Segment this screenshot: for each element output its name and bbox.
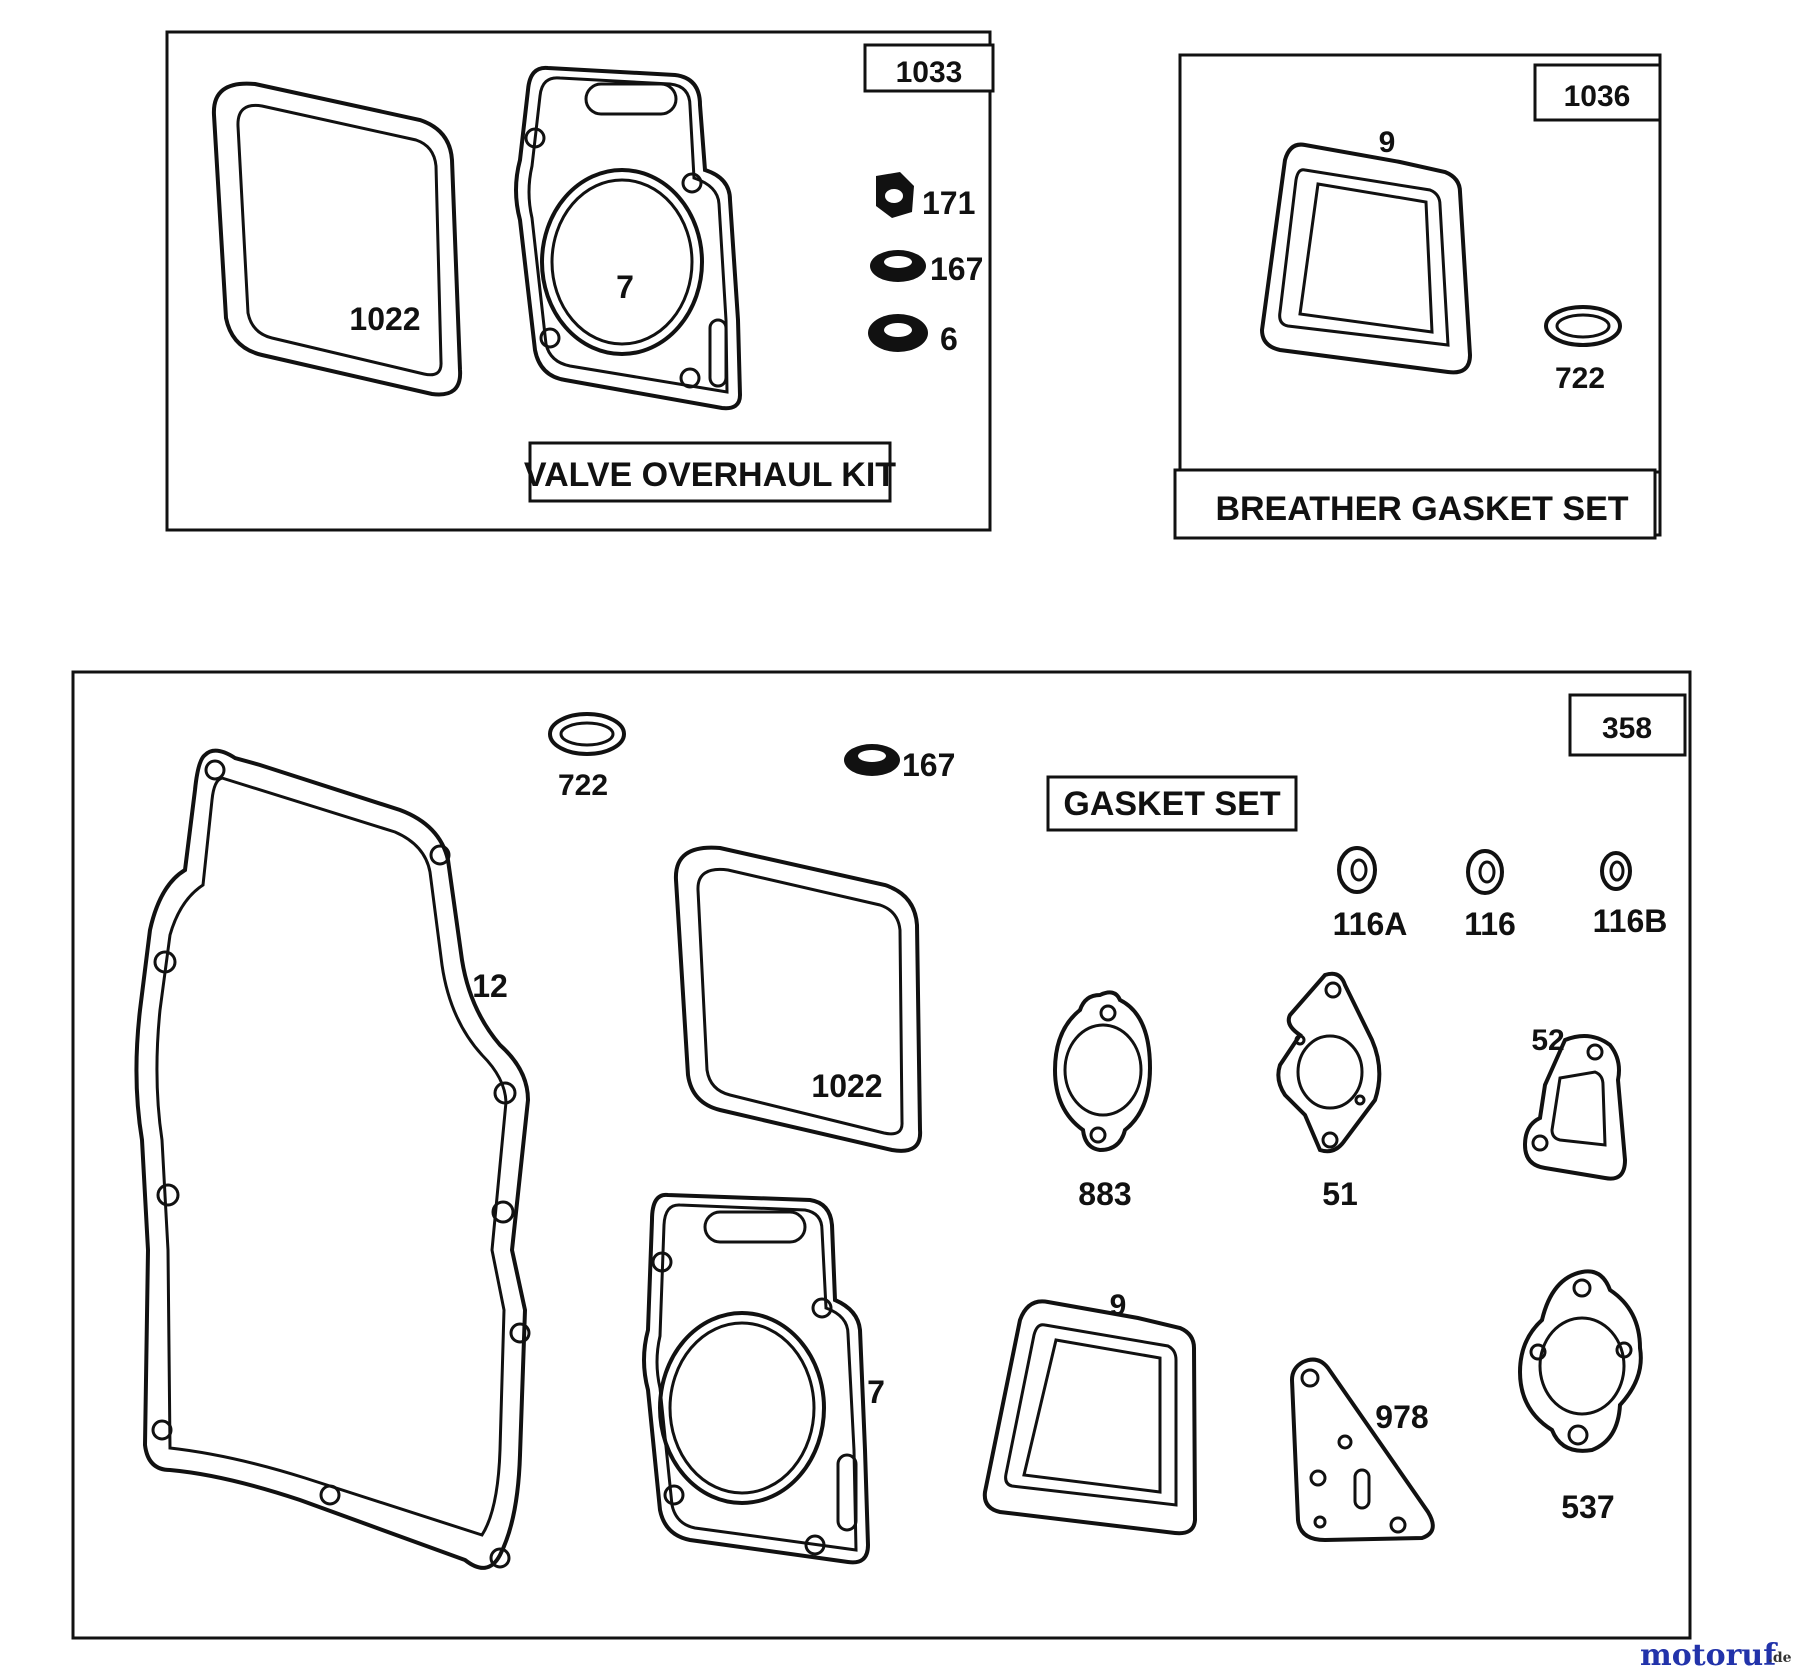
intake-gasket xyxy=(1052,990,1153,1153)
exhaust-gasket xyxy=(1522,1034,1628,1181)
part-label-722: 722 xyxy=(1555,362,1605,395)
part-label-537: 537 xyxy=(1561,1489,1614,1525)
kit-title-box xyxy=(1173,468,1657,540)
watermark-logo: motoruf .de xyxy=(1640,1638,1792,1673)
kit-title: GASKET SET xyxy=(1063,785,1280,823)
rocker-cover-gasket xyxy=(211,81,463,397)
seal-116a xyxy=(1337,846,1377,894)
part-label-978: 978 xyxy=(1375,1399,1428,1435)
kit-number: 358 xyxy=(1602,712,1652,745)
part-label-1022: 1022 xyxy=(811,1068,882,1104)
part-label-116: 116 xyxy=(1464,906,1516,942)
breather-gasket xyxy=(1259,142,1473,375)
part-label-883: 883 xyxy=(1078,1176,1131,1212)
kit-number-box xyxy=(1533,63,1662,122)
watermark-tld: .de xyxy=(1768,1650,1792,1666)
kit-number: 1033 xyxy=(896,56,963,89)
seal-part xyxy=(870,250,926,282)
carburetor-gasket xyxy=(1276,971,1382,1154)
valve-overhaul-kit-panel: 1033 1022 7 171 xyxy=(165,30,995,532)
o-ring-part xyxy=(548,712,626,756)
part-label-6: 6 xyxy=(940,321,958,357)
kit-title: VALVE OVERHAUL KIT xyxy=(524,456,896,494)
part-label-116a: 116A xyxy=(1333,906,1408,942)
cylinder-head-gasket xyxy=(642,1192,871,1565)
seal-part xyxy=(844,744,900,776)
watermark-brand: motoruf xyxy=(1640,1638,1778,1673)
part-label-52: 52 xyxy=(1531,1024,1564,1057)
kit-title: BREATHER GASKET SET xyxy=(1215,490,1628,528)
part-label-9: 9 xyxy=(1379,126,1396,159)
part-label-167: 167 xyxy=(902,747,955,783)
part-label-51: 51 xyxy=(1322,1176,1358,1212)
seal-116 xyxy=(1466,849,1504,895)
manifold-gasket xyxy=(1517,1269,1643,1453)
breather-gasket-set-panel: 1036 9 722 BREATHER GASKET SET xyxy=(1173,53,1662,540)
plate-gasket xyxy=(1289,1357,1435,1543)
kit-number-box xyxy=(1568,693,1687,757)
kit-number: 1036 xyxy=(1564,80,1631,113)
seal-116b xyxy=(1600,851,1632,891)
kit-number-box xyxy=(863,43,995,93)
part-label-167: 167 xyxy=(930,251,983,287)
part-label-116b: 116B xyxy=(1593,903,1668,939)
part-label-12: 12 xyxy=(472,968,508,1004)
washer-part xyxy=(868,314,928,352)
crankcase-gasket xyxy=(134,748,531,1570)
breather-gasket xyxy=(982,1299,1198,1536)
rocker-cover-gasket xyxy=(673,845,923,1153)
gasket-set-panel: 358 722 167 GASKET SET xyxy=(71,670,1692,1640)
part-label-7: 7 xyxy=(616,269,634,305)
cylinder-head-gasket xyxy=(514,65,743,411)
o-ring-part xyxy=(1544,305,1622,347)
part-label-1022: 1022 xyxy=(349,301,420,337)
nut-part xyxy=(876,172,914,218)
part-label-9: 9 xyxy=(1110,1289,1127,1322)
kit-title-box xyxy=(528,441,892,503)
part-label-722: 722 xyxy=(558,769,608,802)
part-label-7: 7 xyxy=(867,1374,885,1410)
kit-title-box xyxy=(1046,775,1298,832)
part-label-171: 171 xyxy=(922,185,975,221)
